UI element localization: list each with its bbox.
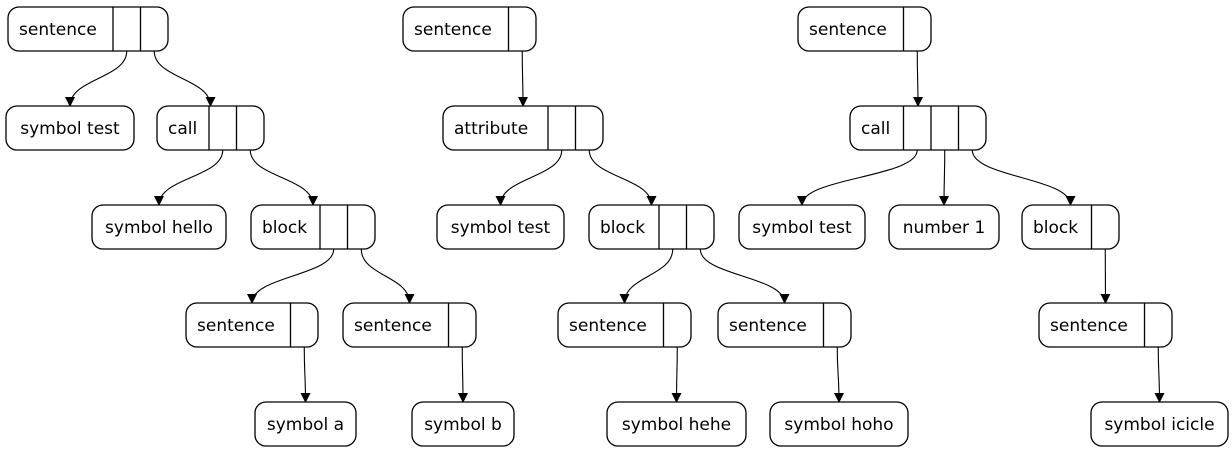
node-label: sentence — [354, 316, 432, 336]
edge-t3-call-to-t3-block — [971, 149, 1076, 206]
node-label: symbol a — [267, 415, 344, 435]
node-box — [588, 204, 715, 250]
edge-t2-sentence-hoho-to-t2-symbol-hoho — [833, 346, 844, 403]
node-box — [5, 105, 135, 151]
node-box — [717, 302, 852, 348]
node-box — [185, 302, 319, 348]
edge-t1-call-to-t1-block — [249, 149, 318, 206]
edge-t3-sentence-to-t3-call — [912, 50, 923, 107]
edge-t2-block-to-t2-sentence-hoho — [699, 248, 790, 304]
edge-t2-sentence-to-t2-attribute — [517, 50, 528, 107]
edges-layer — [65, 50, 1165, 403]
node-box — [250, 204, 376, 250]
node-symbol-b: symbol b — [411, 401, 515, 447]
node-box — [156, 105, 265, 151]
node-sentence: sentence — [1038, 302, 1173, 348]
node-box — [888, 204, 1000, 250]
node-box — [557, 302, 692, 348]
edge-t3-sentence-icicle-to-t3-symbol-icicle — [1154, 346, 1165, 403]
node-symbol-hello: symbol hello — [91, 204, 227, 250]
node-box — [342, 302, 477, 348]
node-symbol-hoho: symbol hoho — [769, 401, 909, 447]
node-box — [738, 204, 866, 250]
edge-t2-attribute-to-t2-symbol-test — [495, 149, 563, 206]
node-box — [1090, 401, 1229, 447]
node-sentence: sentence — [557, 302, 692, 348]
node-label: block — [600, 218, 645, 238]
edge-t2-attribute-to-t2-block — [588, 149, 657, 206]
node-label: sentence — [809, 20, 887, 40]
node-label: symbol hello — [105, 218, 213, 238]
edge-t1-call-to-t1-symbol-hello — [154, 149, 224, 206]
node-call: call — [849, 105, 987, 151]
edge-t2-block-to-t2-sentence-hehe — [619, 248, 674, 304]
node-box — [1038, 302, 1173, 348]
node-number-1: number 1 — [888, 204, 1000, 250]
node-block: block — [250, 204, 376, 250]
node-sentence: sentence — [797, 6, 932, 52]
node-sentence: sentence — [342, 302, 477, 348]
node-box — [606, 401, 747, 447]
node-label: sentence — [729, 316, 807, 336]
node-block: block — [588, 204, 715, 250]
node-box — [91, 204, 227, 250]
node-symbol-a: symbol a — [254, 401, 357, 447]
node-label: symbol test — [752, 218, 852, 238]
node-symbol-test: symbol test — [738, 204, 866, 250]
node-label: attribute — [454, 119, 528, 139]
edge-t1-sentence-a-to-t1-symbol-a — [300, 346, 311, 403]
edge-t2-sentence-hehe-to-t2-symbol-hehe — [671, 346, 682, 403]
node-symbol-test: symbol test — [5, 105, 135, 151]
node-symbol-test: symbol test — [436, 204, 565, 250]
node-label: block — [262, 218, 307, 238]
node-box — [849, 105, 987, 151]
node-box — [769, 401, 909, 447]
node-box — [7, 6, 169, 52]
node-attribute: attribute — [442, 105, 604, 151]
node-symbol-icicle: symbol icicle — [1090, 401, 1229, 447]
node-sentence: sentence — [717, 302, 852, 348]
edge-t1-sentence-to-t1-symbol-test — [65, 50, 128, 107]
node-sentence: sentence — [7, 6, 169, 52]
node-label: sentence — [1050, 316, 1128, 336]
node-label: number 1 — [903, 218, 986, 238]
node-label: block — [1033, 218, 1078, 238]
node-call: call — [156, 105, 265, 151]
node-box — [1021, 204, 1120, 250]
nodes-layer: sentence symbol test call symbol hello block… — [5, 6, 1229, 447]
node-label: sentence — [19, 20, 97, 40]
node-box — [411, 401, 515, 447]
node-label: symbol b — [424, 415, 502, 435]
node-box — [436, 204, 565, 250]
node-label: symbol hoho — [784, 415, 893, 435]
node-block: block — [1021, 204, 1120, 250]
node-label: call — [168, 119, 197, 139]
node-sentence: sentence — [185, 302, 319, 348]
node-label: sentence — [197, 316, 275, 336]
node-label: symbol hehe — [622, 415, 731, 435]
edge-t1-sentence-b-to-t1-symbol-b — [457, 346, 468, 403]
node-sentence: sentence — [402, 6, 537, 52]
edge-t1-sentence-to-t1-call — [153, 50, 216, 107]
edge-t3-call-to-t3-number-1 — [939, 149, 950, 206]
node-label: symbol test — [451, 218, 551, 238]
edge-t1-block-to-t1-sentence-b — [360, 248, 415, 304]
node-box — [797, 6, 932, 52]
edge-t1-block-to-t1-sentence-a — [247, 248, 335, 304]
node-label: sentence — [414, 20, 492, 40]
node-label: symbol icicle — [1104, 415, 1214, 435]
edge-t3-call-to-t3-symbol-test — [797, 149, 918, 206]
node-label: call — [861, 119, 890, 139]
node-label: symbol test — [20, 119, 120, 139]
node-label: sentence — [569, 316, 647, 336]
node-box — [254, 401, 357, 447]
node-box — [442, 105, 604, 151]
node-box — [402, 6, 537, 52]
node-symbol-hehe: symbol hehe — [606, 401, 747, 447]
